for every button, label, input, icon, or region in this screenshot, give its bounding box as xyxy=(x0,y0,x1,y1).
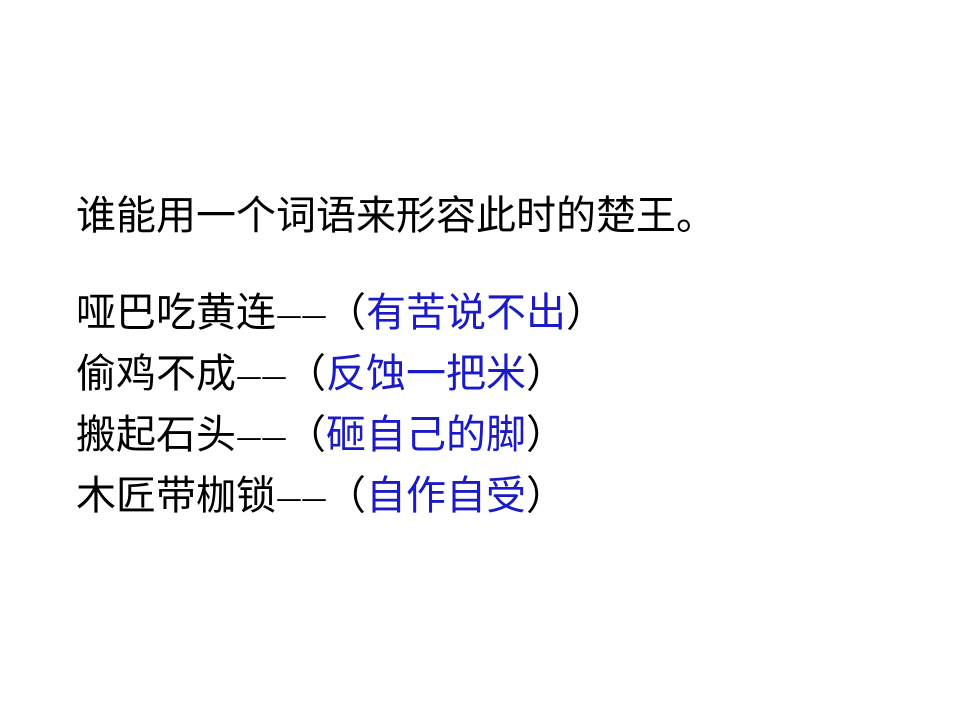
idiom-term: 木匠带枷锁 xyxy=(76,473,276,519)
close-paren: ） xyxy=(566,290,606,336)
close-paren: ） xyxy=(526,473,566,519)
open-paren: （ xyxy=(286,412,326,458)
idiom-answer: 反蚀一把米 xyxy=(326,351,526,397)
open-paren: （ xyxy=(326,290,366,336)
idiom-row: 木匠带枷锁——（自作自受） xyxy=(76,467,606,528)
close-paren: ） xyxy=(526,412,566,458)
idiom-dash: —— xyxy=(276,301,327,331)
open-paren: （ xyxy=(286,351,326,397)
idiom-term: 偷鸡不成 xyxy=(76,351,236,397)
open-paren: （ xyxy=(326,473,366,519)
idiom-row: 哑巴吃黄连——（有苦说不出） xyxy=(76,284,606,345)
question-text: 谁能用一个词语来形容此时的楚王。 xyxy=(76,193,716,239)
idiom-dash: —— xyxy=(276,484,327,514)
idiom-term: 哑巴吃黄连 xyxy=(76,290,276,336)
idiom-term: 搬起石头 xyxy=(76,412,236,458)
idiom-list: 哑巴吃黄连——（有苦说不出） 偷鸡不成——（反蚀一把米） 搬起石头——（砸自己的… xyxy=(76,284,606,528)
idiom-answer: 自作自受 xyxy=(366,473,526,519)
idiom-dash: —— xyxy=(236,362,287,392)
idiom-dash: —— xyxy=(236,423,287,453)
idiom-answer: 砸自己的脚 xyxy=(326,412,526,458)
idiom-row: 偷鸡不成——（反蚀一把米） xyxy=(76,345,606,406)
close-paren: ） xyxy=(526,351,566,397)
idiom-row: 搬起石头——（砸自己的脚） xyxy=(76,406,606,467)
idiom-answer: 有苦说不出 xyxy=(366,290,566,336)
